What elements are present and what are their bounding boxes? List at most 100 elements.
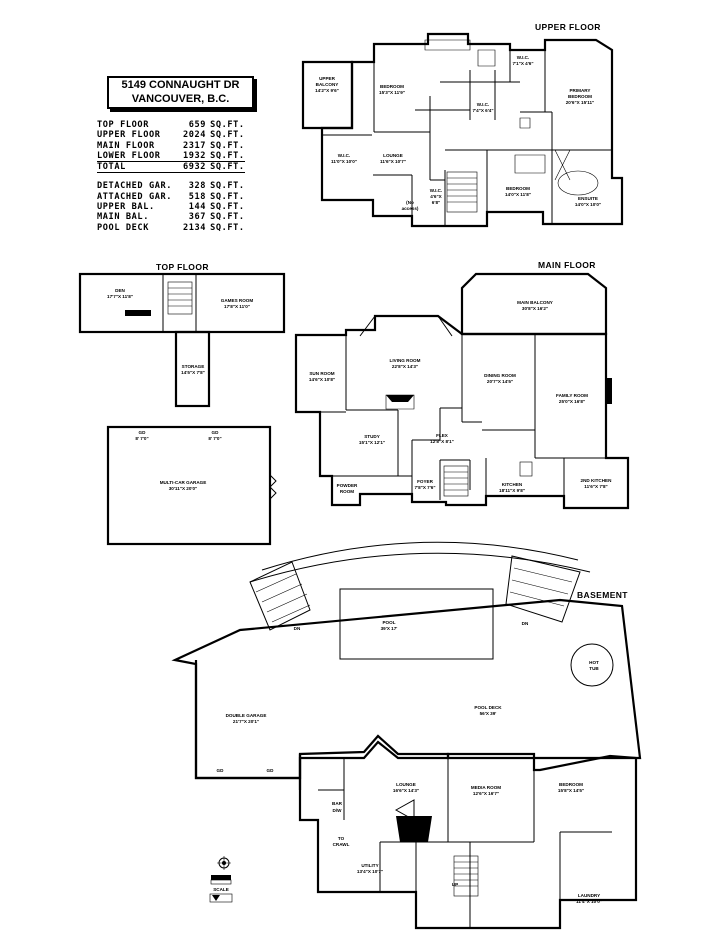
upper-balcony-outline [301, 60, 354, 130]
utility-label: UTILITY [361, 863, 378, 868]
svg-text:GD: GD [139, 430, 147, 435]
gd4-label: GD [267, 768, 275, 773]
flex-dim: 12'8"X 8'1" [430, 439, 454, 444]
no-access-label: (No [406, 200, 414, 205]
area-label: TOTAL [97, 161, 173, 174]
pool-deck-dim: 56'X 39' [480, 711, 497, 716]
svg-text:ENSUITE: ENSUITE [578, 196, 598, 201]
area-value: 1932 [182, 150, 207, 161]
no-access-label-2: access) [402, 206, 419, 211]
address-title-box: 5149 CONNAUGHT DR VANCOUVER, B.C. [107, 76, 254, 109]
svg-text:GD: GD [267, 768, 275, 773]
svg-text:11'4"X 10'0": 11'4"X 10'0" [576, 899, 602, 904]
media-room-label: MEDIA ROOM [471, 785, 501, 790]
area-value: 6932 [172, 161, 211, 174]
address-line-2: VANCOUVER, B.C. [131, 93, 230, 105]
extra-area-label: UPPER BAL. [97, 202, 155, 213]
main-floor-heading: MAIN FLOOR [538, 260, 596, 270]
svg-text:PRIMARY: PRIMARY [569, 88, 590, 93]
extra-area-unit: SQ.FT. [210, 191, 245, 202]
svg-text:6'8": 6'8" [432, 200, 440, 205]
primary-bedroom-label-2: BEDROOM [568, 94, 592, 99]
svg-text:SCALE: SCALE [213, 887, 229, 892]
main-balcony-dim: 30'8"X 16'2" [522, 306, 548, 311]
upper-balcony-label-2: BALCONY [316, 82, 339, 87]
wic-mid-dim: 7'4"X 6'4" [472, 108, 493, 113]
laundry-dim: 11'4"X 10'0" [576, 899, 602, 904]
scale-label: SCALE [213, 887, 229, 892]
extra-area-label: POOL DECK [97, 222, 149, 233]
extra-area-value: 367 [188, 212, 207, 223]
double-garage-label: DOUBLE GARAGE [226, 713, 267, 718]
pool-deck-outline [171, 598, 642, 780]
stairs-dn-right: DN [522, 621, 529, 626]
svg-text:LOUNGE: LOUNGE [383, 153, 403, 158]
svg-text:14'0"X 10'0": 14'0"X 10'0" [575, 202, 601, 207]
area-value: 2317 [182, 140, 207, 151]
basement-outline [298, 740, 638, 930]
pool-deck-label: POOL DECK [474, 705, 502, 710]
svg-text:30'8"X 16'2": 30'8"X 16'2" [522, 306, 548, 311]
sun-room-dim: 14'6"X 10'8" [309, 377, 335, 382]
extra-area-unit: SQ.FT. [210, 222, 245, 233]
svg-text:BAR: BAR [332, 801, 343, 806]
laundry-label: LAUNDRY [578, 893, 600, 898]
foyer-label: FOYER [417, 479, 434, 484]
extra-area-value: 144 [188, 202, 207, 213]
study-dim: 15'1"X 12'1" [359, 440, 385, 445]
svg-text:14'0"X 11'8": 14'0"X 11'8" [505, 192, 531, 197]
bedroom-upper2-dim: 14'0"X 11'8" [505, 192, 531, 197]
main-balcony-label: MAIN BALCONY [517, 300, 553, 305]
svg-text:LIVING ROOM: LIVING ROOM [390, 358, 421, 363]
upper-balcony-label: UPPER [319, 76, 336, 81]
stairs-dn-left: DN [294, 626, 301, 631]
svg-text:LOUNGE: LOUNGE [396, 782, 416, 787]
extra-area-unit: SQ.FT. [210, 181, 245, 192]
area-unit: SQ.FT. [210, 140, 245, 151]
svg-text:FAMILY ROOM: FAMILY ROOM [556, 393, 588, 398]
gd1-label: GD [139, 430, 147, 435]
svg-text:MULTI-CAR GARAGE: MULTI-CAR GARAGE [160, 480, 207, 485]
svg-text:TO: TO [338, 836, 345, 841]
svg-text:SUN ROOM: SUN ROOM [309, 371, 334, 376]
dining-room-label: DINING ROOM [484, 373, 516, 378]
wic-top-dim: 7'1"X 4'6" [512, 61, 533, 66]
svg-text:UTILITY: UTILITY [361, 863, 378, 868]
svg-text:22'8"X 14'3": 22'8"X 14'3" [392, 364, 418, 369]
svg-text:15'1"X 12'1": 15'1"X 12'1" [359, 440, 385, 445]
hot-tub-label-2: TUB [589, 666, 599, 671]
area-unit: SQ.FT. [210, 161, 245, 174]
hot-tub-outline [570, 643, 614, 687]
media-room-dim: 12'6"X 16'7" [473, 791, 499, 796]
svg-text:POOL: POOL [382, 620, 395, 625]
svg-text:7'8"X 7'6": 7'8"X 7'6" [414, 485, 435, 490]
powder-room-label-2: ROOM [340, 489, 354, 494]
multi-car-garage-label: MULTI-CAR GARAGE [160, 480, 207, 485]
den-dim: 17'7"X 11'8" [107, 294, 133, 299]
svg-text:MEDIA ROOM: MEDIA ROOM [471, 785, 501, 790]
svg-text:CRAWL: CRAWL [333, 842, 350, 847]
wic-top-label: W.I.C. [517, 55, 530, 60]
extra-area-value: 328 [188, 181, 207, 192]
svg-text:FLEX: FLEX [436, 433, 449, 438]
svg-text:STUDY: STUDY [364, 434, 380, 439]
area-label: LOWER FLOOR [97, 150, 161, 161]
wic-small-dim: 4'6"X [430, 194, 442, 199]
area-unit: SQ.FT. [210, 130, 245, 141]
storage-dim: 14'5"X 7'8" [181, 370, 205, 375]
svg-text:UPPER: UPPER [319, 76, 336, 81]
ensuite-label: ENSUITE [578, 196, 598, 201]
extra-area-label: MAIN BAL. [97, 212, 149, 223]
svg-text:11'6"X 10'7": 11'6"X 10'7" [380, 159, 406, 164]
svg-text:BEDROOM: BEDROOM [506, 186, 530, 191]
svg-text:UP: UP [452, 882, 458, 887]
multi-car-garage-dim: 30'11"X 20'0" [169, 486, 198, 491]
svg-text:MAIN BALCONY: MAIN BALCONY [517, 300, 553, 305]
upper-floor-plan: UPPER BALCONY 14'2"X 9'6" BEDROOM 15'3"X… [301, 32, 624, 228]
